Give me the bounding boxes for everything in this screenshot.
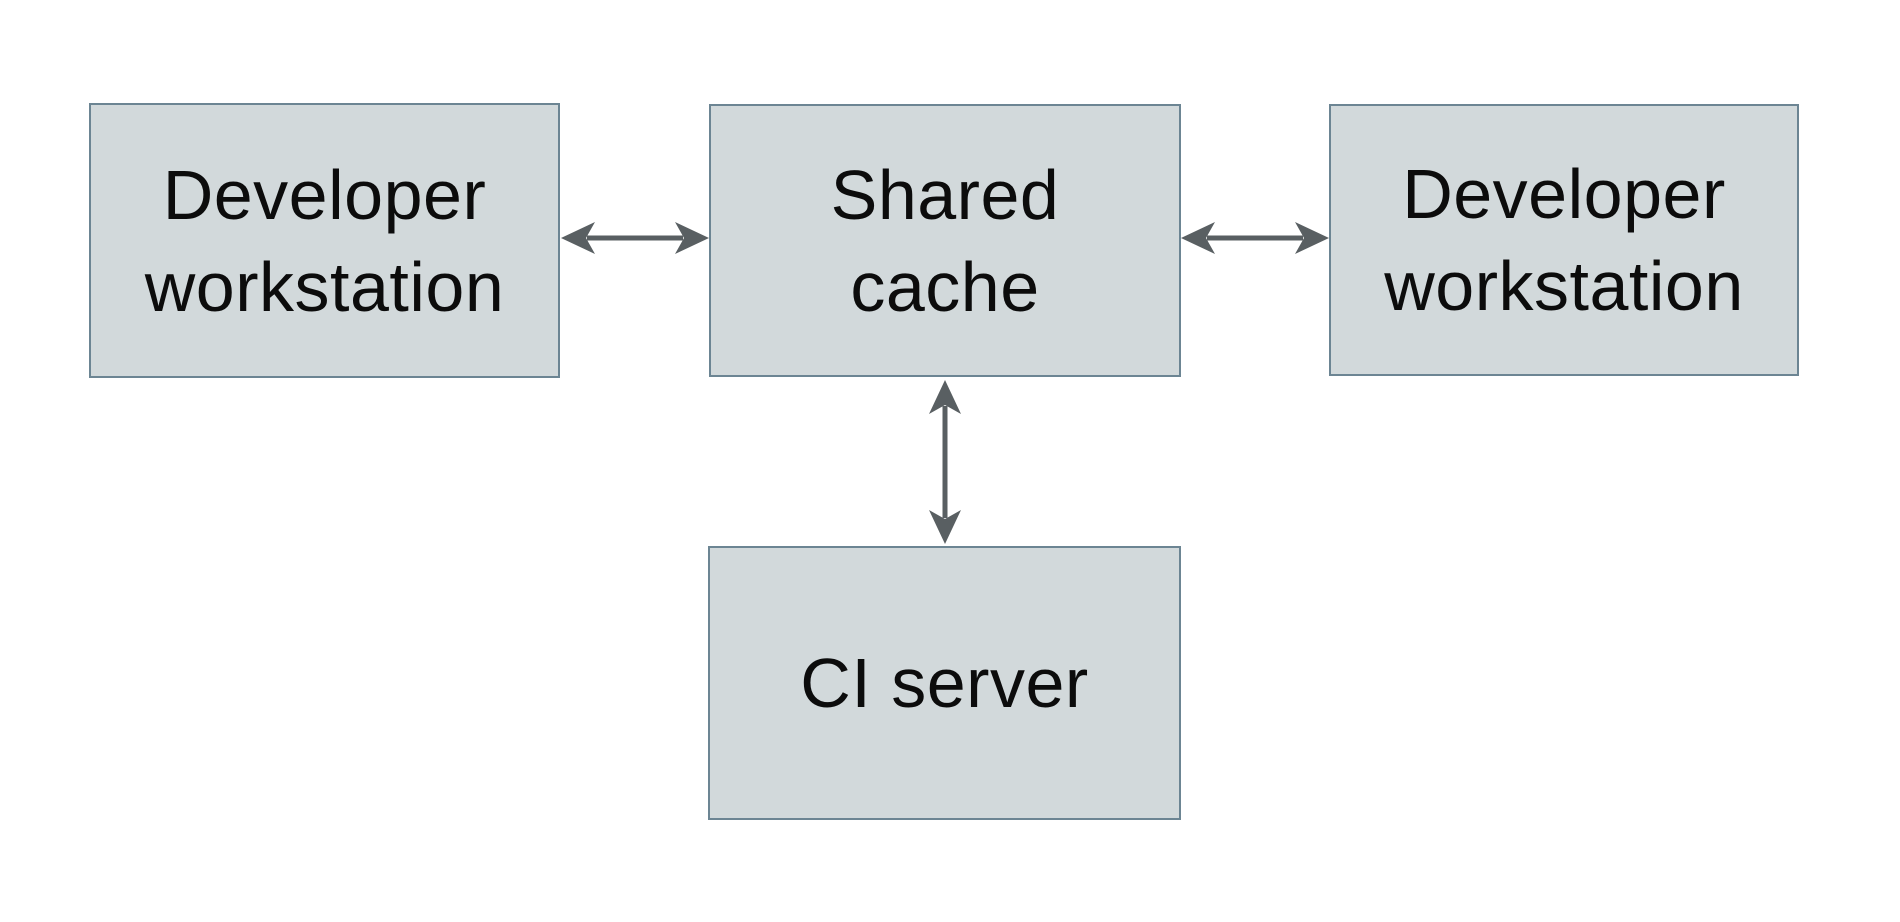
bidirectional-arrow-cache-to-right-workstation xyxy=(1181,222,1329,254)
node-shared-cache: Shared cache xyxy=(709,104,1181,377)
node-label-line: CI server xyxy=(800,644,1089,722)
node-label-line: Developer xyxy=(162,155,487,234)
node-label-line: Shared xyxy=(830,155,1060,234)
node-developer-workstation-right: Developer workstation xyxy=(1329,104,1799,376)
node-label-line: workstation xyxy=(1384,247,1744,325)
bidirectional-arrow-left-workstation-to-cache xyxy=(561,222,709,254)
bidirectional-arrow-cache-to-ci-server xyxy=(929,380,961,544)
node-label-line: cache xyxy=(850,247,1040,326)
node-label-line: workstation xyxy=(144,247,505,326)
node-ci-server: CI server xyxy=(708,546,1181,820)
node-developer-workstation-left: Developer workstation xyxy=(89,103,560,378)
node-label-line: Developer xyxy=(1402,155,1726,233)
